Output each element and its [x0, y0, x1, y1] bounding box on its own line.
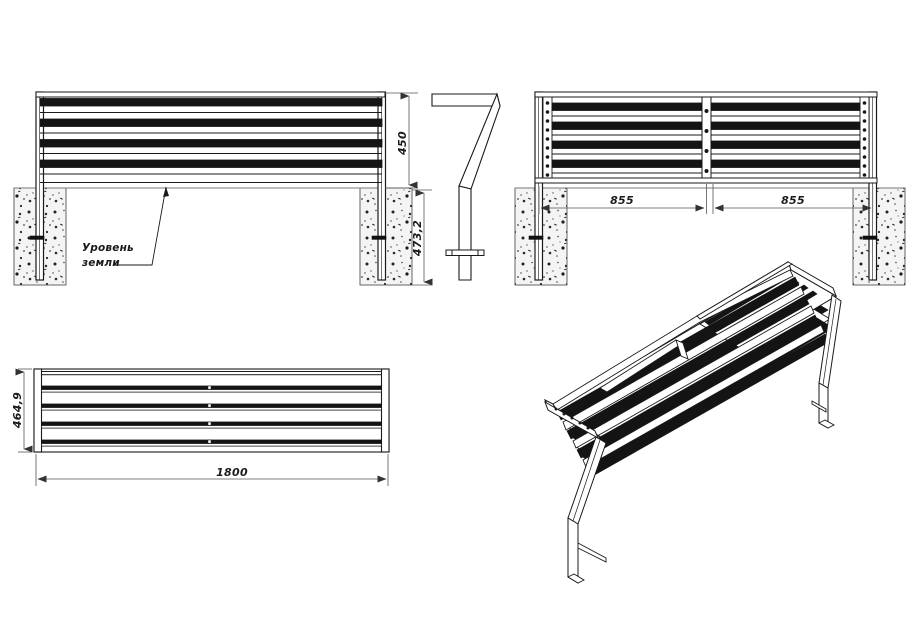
iso-top-edge	[696, 261, 793, 320]
anchor-bar-right	[371, 235, 387, 240]
top-rail	[35, 91, 386, 98]
iso-anchor-front	[577, 542, 607, 563]
bottom-rail-rear	[534, 177, 878, 184]
dimension-1800-text: 1800	[216, 466, 248, 479]
iso-leg-rear	[811, 294, 842, 429]
plan-slat-group	[41, 371, 382, 447]
dimension-855-right	[712, 184, 874, 214]
foundation-right-rear	[852, 187, 906, 286]
vertical-post-profile	[458, 185, 472, 281]
slat-2	[39, 118, 383, 127]
slat-3	[39, 139, 383, 148]
dimension-464-9-text: 464,9	[11, 392, 24, 429]
dimension-450	[385, 92, 418, 189]
slat-1	[39, 98, 383, 107]
seat-arm-profile	[431, 93, 501, 107]
plan-outer-frame	[33, 368, 390, 453]
iso-centre-divider	[599, 339, 689, 393]
top-rail-rear	[534, 91, 878, 98]
ground-level-leader	[113, 186, 169, 266]
dimension-855-left-text: 855	[610, 194, 634, 207]
iso-anchor-rear	[811, 400, 827, 413]
centre-divider-plate	[701, 96, 712, 183]
anchor-bar-left	[29, 235, 45, 240]
bolt-plate-left	[542, 96, 553, 183]
iso-leg-front	[567, 436, 607, 584]
dimension-855-left	[538, 184, 707, 214]
view-side-profile	[431, 92, 501, 281]
dimension-473-2	[412, 189, 433, 286]
slat-group-rear-left	[551, 102, 703, 174]
plan-end-bar-left	[33, 368, 43, 453]
ground-level-label-line1: Уровень	[82, 242, 134, 254]
dimension-1800	[35, 454, 389, 486]
dimension-450-text: 450	[396, 131, 409, 156]
dimension-473-2-text: 473,2	[411, 220, 424, 257]
dimension-855-right-text: 855	[781, 194, 805, 207]
slat-4	[39, 159, 383, 168]
ground-level-label-line2: земли	[81, 257, 120, 269]
view-front-elevation	[13, 91, 413, 286]
slat-group	[39, 98, 383, 183]
dimension-464-9	[15, 368, 33, 453]
bolt-plate-right	[859, 96, 870, 183]
plan-end-bar-right	[380, 368, 390, 453]
view-top-plan	[33, 368, 390, 453]
slat-group-rear-right	[710, 102, 861, 174]
view-isometric	[543, 260, 842, 584]
iso-long-slats	[552, 269, 830, 478]
